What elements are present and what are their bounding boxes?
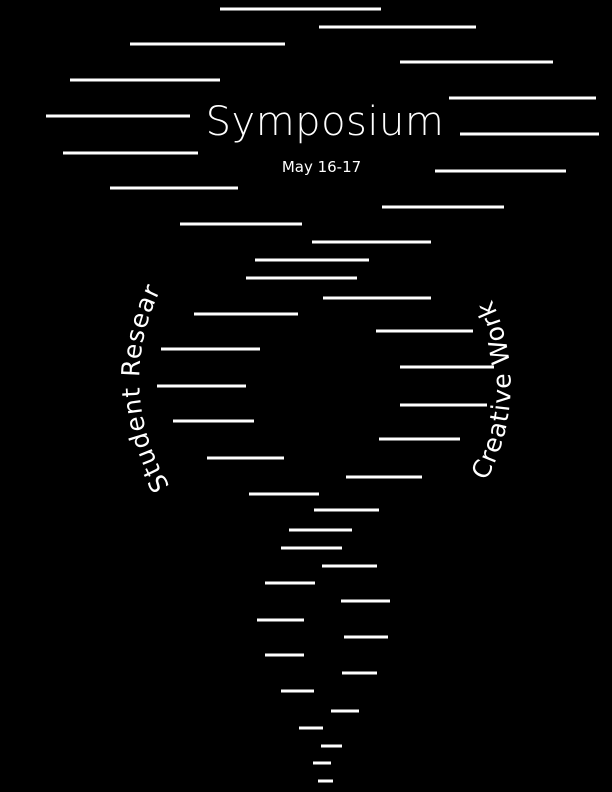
event-date: May 16-17 <box>281 158 362 176</box>
poster-title: Symposium <box>205 99 445 145</box>
creative-works-arc-text: Creative Works <box>0 0 516 484</box>
student-research-label: Student Research <box>0 0 174 498</box>
decorative-dash-lines <box>46 7 599 783</box>
student-research-arc-text: Student Research <box>0 0 175 498</box>
creative-works-label: Creative Works <box>0 0 516 484</box>
